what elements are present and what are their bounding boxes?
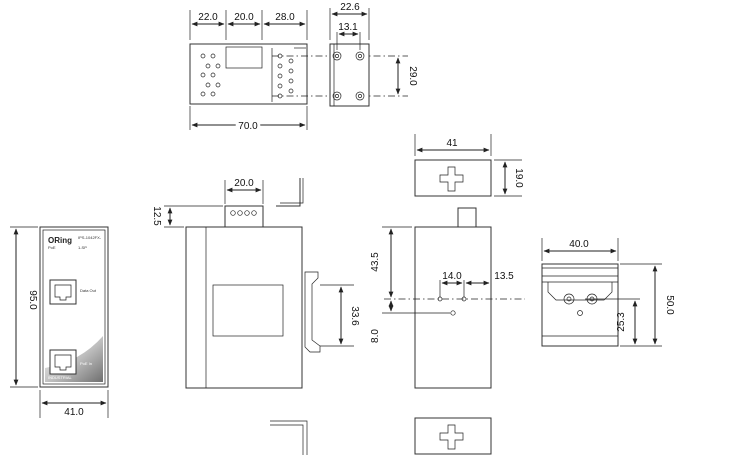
rj45-port-lower [49, 349, 77, 375]
dim-rear-hole-offset-2: 13.5 [494, 271, 514, 282]
din-clip-top: 41 19.0 [414, 134, 524, 197]
model-label-1: IPS-1042FX- [78, 235, 102, 240]
dim-front-height: 95.0 [27, 290, 38, 310]
dim-clip-height: 19.0 [513, 168, 524, 188]
dim-bracket-hole-spacing: 13.1 [338, 22, 358, 33]
dim-din-height: 50.0 [664, 295, 675, 315]
front-view: ORing IPS-1042FX- PoE 1-SP Data Out PoE … [10, 226, 109, 418]
terminal-block [224, 205, 264, 228]
dim-top-total: 70.0 [238, 121, 258, 132]
din-clip-bottom [414, 417, 492, 455]
dim-bracket-width: 22.6 [340, 2, 360, 13]
dim-rear-hole-offset-1: 14.0 [442, 271, 462, 282]
dim-top-seg-2: 20.0 [234, 12, 254, 23]
side-view: 20.0 12.5 33.6 [151, 178, 360, 389]
band-label: INDUSTRIAL [48, 375, 73, 380]
dim-bracket-height: 29.0 [407, 66, 418, 86]
dim-clip-width: 41 [446, 138, 458, 149]
top-view: 22.0 20.0 28.0 70.0 [189, 10, 408, 135]
rj45-port-upper [49, 279, 77, 305]
model-label-3: 1-SP [78, 245, 87, 250]
model-label-2: PoE [48, 245, 56, 250]
dim-side-top-height: 12.5 [151, 206, 162, 226]
dim-rear-upper: 43.5 [370, 252, 381, 272]
din-rail-bracket: 40.0 50.0 25.3 [541, 238, 675, 347]
bracket-top-view: 22.6 13.1 29.0 [329, 2, 418, 107]
bracket-side-view-bottom [270, 420, 308, 455]
dim-din-hole-height: 25.3 [616, 312, 627, 332]
dim-side-top-width: 20.0 [234, 178, 254, 189]
port-lower-label: PoE In [80, 361, 92, 366]
brand-logo: ORing [48, 236, 72, 245]
dim-top-seg-3: 28.0 [275, 12, 295, 23]
dim-rear-lower: 8.0 [370, 329, 381, 343]
dim-din-width: 40.0 [569, 239, 589, 250]
dim-front-width: 41.0 [64, 407, 84, 418]
dim-top-seg-1: 22.0 [198, 12, 218, 23]
dim-side-window-height: 33.6 [349, 306, 360, 326]
port-upper-label: Data Out [80, 288, 97, 293]
rear-view: 43.5 8.0 14.0 13.5 [370, 207, 525, 389]
vent-holes [200, 53, 294, 99]
